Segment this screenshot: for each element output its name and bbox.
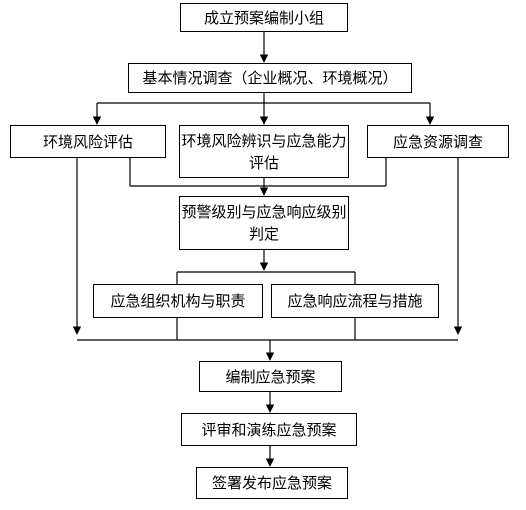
- node-response-process: 应急响应流程与措施: [271, 284, 439, 318]
- node-review-drill: 评审和演练应急预案: [181, 413, 357, 446]
- node-resource-survey: 应急资源调查: [367, 125, 509, 158]
- node-organization: 应急组织机构与职责: [93, 284, 263, 318]
- node-risk-assessment: 环境风险评估: [10, 125, 166, 158]
- node-sign-publish: 签署发布应急预案: [196, 467, 348, 499]
- node-warning-level: 预警级别与应急响应级别判定: [179, 196, 349, 250]
- node-risk-identification: 环境风险辨识与应急能力评估: [179, 125, 349, 178]
- node-basic-survey: 基本情况调查（企业概况、环境概况）: [128, 63, 412, 93]
- node-form-group: 成立预案编制小组: [180, 3, 348, 32]
- node-compile-plan: 编制应急预案: [199, 361, 342, 392]
